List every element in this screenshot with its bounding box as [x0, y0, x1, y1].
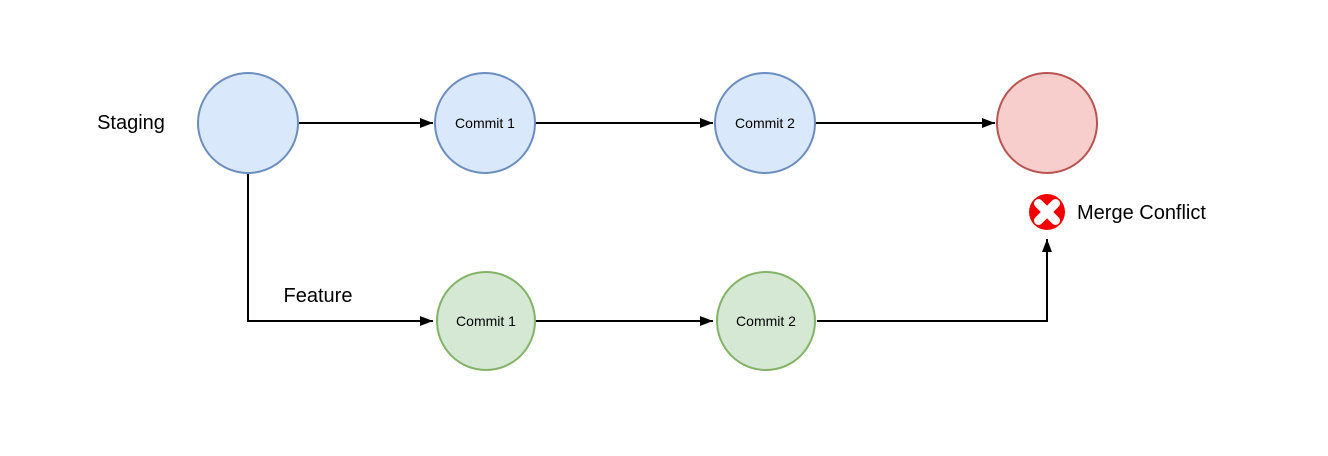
staging-commit-2-label: Commit 2	[735, 115, 795, 131]
feature-commit-2-label: Commit 2	[736, 313, 796, 329]
node-staging-start	[197, 72, 299, 174]
node-feature-commit-2	[716, 271, 816, 371]
node-staging-commit-1	[434, 72, 536, 174]
node-staging-commit-2	[714, 72, 816, 174]
error-x-icon	[1029, 194, 1065, 230]
feature-branch-label: Feature	[284, 285, 353, 307]
staging-commit-1-label: Commit 1	[455, 115, 515, 131]
merge-conflict-label: Merge Conflict	[1077, 202, 1206, 224]
error-icon-cross-stroke	[1034, 199, 1060, 225]
edge-branch-to-feature-commit1	[247, 173, 433, 326]
edge-feature-commit2-to-conflict	[817, 239, 1052, 322]
staging-branch-label: Staging	[97, 112, 165, 134]
feature-commit-1-label: Commit 1	[456, 313, 516, 329]
node-feature-commit-1	[436, 271, 536, 371]
node-merge-result	[996, 72, 1098, 174]
